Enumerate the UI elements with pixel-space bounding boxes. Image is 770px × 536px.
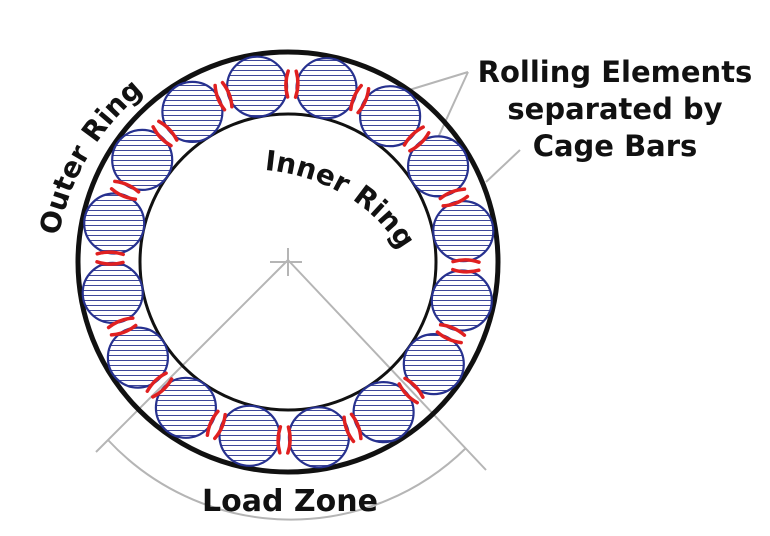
cage-bar: [342, 415, 356, 444]
cage-bar: [213, 412, 227, 441]
rolling-elements: [81, 55, 495, 469]
load-line-right: [287, 259, 487, 471]
cage-bar: [397, 382, 419, 405]
rolling-element: [83, 192, 146, 255]
cage-bar: [435, 330, 463, 345]
cage-bar: [109, 187, 138, 201]
rolling-element: [352, 381, 415, 444]
rolling-element: [359, 85, 422, 148]
rolling-element: [111, 128, 174, 191]
cage-bar: [402, 125, 425, 147]
load-zone-label: Load Zone: [202, 484, 378, 519]
rolling-element: [287, 406, 350, 469]
rolling-element: [226, 55, 289, 118]
cage-bar: [151, 125, 173, 148]
cage-bar: [349, 83, 363, 112]
rolling-label-line1: Rolling Elements: [477, 55, 753, 89]
rolling-element: [407, 135, 470, 198]
cage-bar: [438, 187, 467, 201]
cage-bar: [276, 425, 283, 455]
inner-ring-label: Inner Ring: [264, 144, 423, 254]
rolling-element: [295, 57, 358, 120]
cage-bar: [356, 87, 371, 115]
cage-bar: [220, 80, 234, 109]
guide-lines: [95, 71, 521, 521]
cage-bar: [95, 260, 125, 266]
cage-bar: [157, 119, 179, 142]
cage-bar: [109, 323, 138, 337]
cage-bar: [145, 371, 168, 393]
cage-bar: [403, 376, 425, 399]
load-zone-arc: [107, 439, 467, 521]
cage-bar: [408, 131, 431, 153]
cage-bar: [293, 69, 300, 99]
cage-bar: [349, 412, 363, 441]
cage-bar: [438, 323, 467, 337]
rolling-element: [432, 200, 495, 263]
rolling-element: [402, 333, 465, 396]
rolling-element: [218, 404, 281, 467]
cage-bar: [284, 69, 290, 99]
cage-bar: [106, 316, 135, 330]
rolling-element: [430, 269, 493, 332]
rolling-element: [154, 376, 217, 439]
rolling-element: [161, 80, 224, 144]
cage-bar: [286, 425, 292, 455]
rolling-element: [81, 261, 144, 324]
cage-bar: [151, 377, 174, 399]
cage-bar: [451, 267, 481, 274]
load-line-left: [95, 259, 289, 453]
rolling-element: [106, 326, 169, 389]
cage-bar: [95, 250, 125, 257]
cage-bar: [441, 194, 470, 208]
cage-bar: [213, 83, 227, 112]
outer-ring: [75, 49, 501, 475]
rolling-elements-label: Rolling Elements separated by Cage Bars: [470, 54, 760, 165]
inner-ring: [138, 112, 438, 412]
cage-bars: [95, 69, 481, 455]
cage-bar: [451, 258, 481, 264]
rolling-label-line2: separated by: [507, 92, 723, 126]
leader-line-3: [485, 149, 521, 183]
rolling-label-line3: Cage Bars: [532, 129, 698, 163]
cage-bar: [205, 409, 220, 437]
inner-ring-text: Inner Ring: [264, 144, 423, 254]
cage-bar: [113, 179, 141, 194]
